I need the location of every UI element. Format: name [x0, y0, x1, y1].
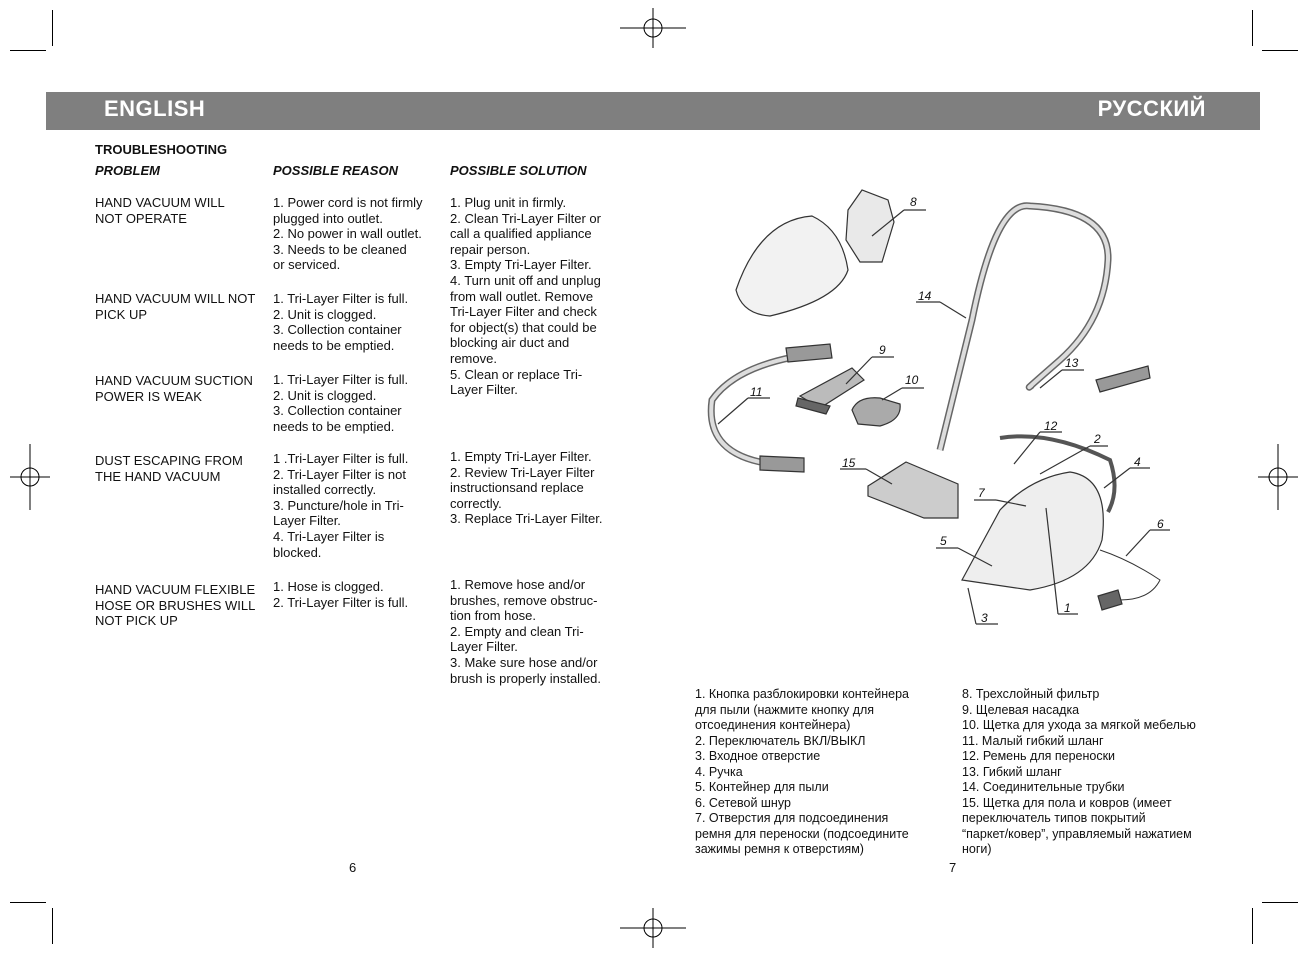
dust-container-drawing	[735, 215, 849, 317]
column-header-reason: POSSIBLE REASON	[273, 163, 398, 178]
crop-mark	[52, 908, 53, 944]
callout-4: 4	[1134, 455, 1141, 469]
callout-13: 13	[1065, 356, 1079, 370]
callout-11: 11	[750, 385, 762, 399]
floor-brush-drawing	[867, 461, 959, 519]
callout-9: 9	[879, 343, 886, 357]
solution-cell: 1. Remove hose and/or brushes, remove ob…	[450, 577, 602, 686]
reason-cell: 1. Tri-Layer Filter is full. 2. Unit is …	[273, 372, 409, 434]
power-cord-drawing	[1099, 549, 1161, 601]
problem-cell: DUST ESCAPING FROM THE HAND VACUUM	[95, 453, 243, 484]
page-number-left: 6	[349, 860, 357, 875]
solution-cell: 1. Empty Tri-Layer Filter. 2. Review Tri…	[450, 449, 603, 527]
problem-cell: HAND VACUUM FLEXIBLE HOSE OR BRUSHES WIL…	[95, 582, 256, 629]
upholstery-brush-drawing	[851, 397, 901, 427]
crop-mark	[1262, 902, 1298, 903]
callout-2: 2	[1093, 432, 1101, 446]
parts-list-left: 1. Кнопка разблокировки контейнера для п…	[695, 687, 909, 856]
callout-1: 1	[1064, 601, 1071, 615]
callout-10: 10	[905, 373, 919, 387]
crop-mark	[10, 902, 46, 903]
english-title: ENGLISH	[104, 96, 206, 121]
reason-cell: 1. Tri-Layer Filter is full. 2. Unit is …	[273, 291, 409, 353]
callout-3: 3	[981, 611, 988, 625]
troubleshooting-heading: TROUBLESHOOTING	[95, 142, 228, 157]
column-header-problem: PROBLEM	[95, 163, 160, 178]
callout-5: 5	[940, 534, 947, 548]
parts-list-right: 8. Трехслойный фильтр 9. Щелевая насадка…	[962, 687, 1196, 856]
problem-cell: HAND VACUUM SUCTION POWER IS WEAK	[95, 373, 253, 404]
callout-12: 12	[1044, 419, 1058, 433]
russian-title: РУССКИЙ	[1097, 96, 1206, 121]
crop-mark	[1252, 10, 1253, 46]
hose-drawing	[936, 202, 1112, 451]
filter-drawing	[845, 189, 895, 263]
callout-15: 15	[842, 456, 856, 470]
crop-mark	[1262, 50, 1298, 51]
hose-end-drawing	[1095, 365, 1151, 393]
reason-cell: 1. Hose is clogged. 2. Tri-Layer Filter …	[273, 579, 409, 610]
crop-mark	[1252, 908, 1253, 944]
callout-7: 7	[978, 486, 986, 500]
problem-cell: HAND VACUUM WILL NOT OPERATE	[95, 195, 225, 226]
callout-14: 14	[918, 289, 932, 303]
solution-cell: 1. Plug unit in firmly. 2. Clean Tri-Lay…	[450, 195, 601, 398]
page-number-right: 7	[949, 860, 957, 875]
reason-cell: 1. Power cord is not firmly plugged into…	[273, 195, 423, 273]
crop-mark	[52, 10, 53, 46]
crop-mark	[10, 50, 46, 51]
problem-cell: HAND VACUUM WILL NOT PICK UP	[95, 291, 256, 322]
callout-6: 6	[1157, 517, 1164, 531]
hand-vacuum-drawing	[961, 471, 1104, 591]
reason-cell: 1 .Tri-Layer Filter is full. 2. Tri-Laye…	[273, 451, 409, 560]
language-banner: ENGLISH РУССКИЙ	[46, 92, 1260, 130]
callout-8: 8	[910, 195, 917, 209]
column-header-solution: POSSIBLE SOLUTION	[450, 163, 587, 178]
